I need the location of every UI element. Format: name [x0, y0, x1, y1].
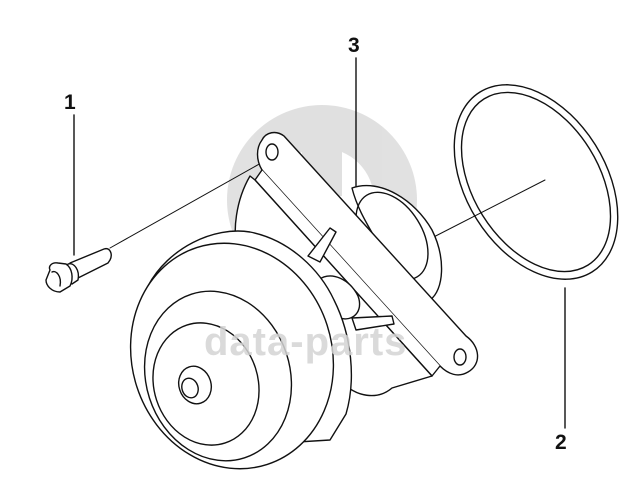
bolt-axis-line — [109, 157, 271, 249]
flange-bolt-hole-bottom — [453, 348, 467, 366]
flange-bolt-hole-top — [265, 143, 279, 161]
callout-2: 2 — [555, 431, 567, 454]
gasket-axis-line — [419, 179, 546, 245]
bolt — [45, 247, 112, 293]
watermark-text: data-parts — [204, 320, 408, 364]
pump-body — [234, 175, 433, 397]
gasket-o-ring — [453, 84, 619, 280]
pulley — [129, 230, 353, 470]
callout-1: 1 — [64, 91, 76, 114]
callout-3: 3 — [348, 34, 360, 57]
